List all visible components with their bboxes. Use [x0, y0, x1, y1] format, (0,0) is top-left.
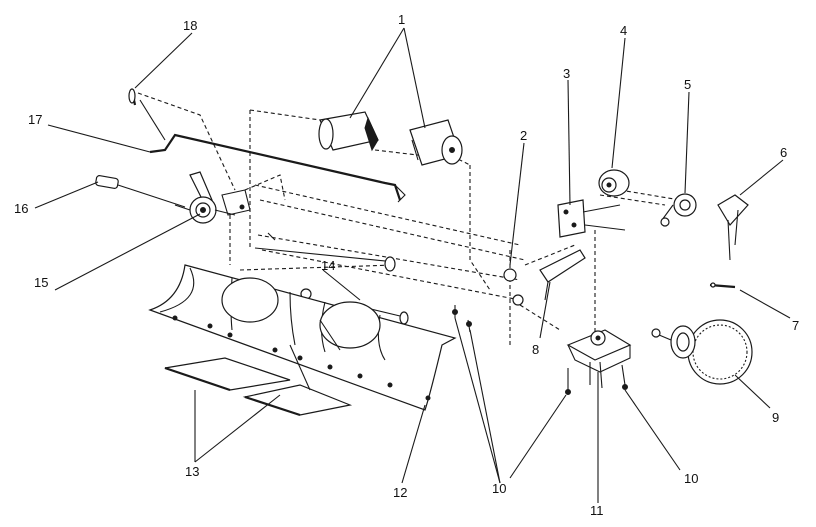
leader-lines	[34, 27, 791, 503]
left-frame-bracket	[221, 174, 286, 216]
part-7-spring	[709, 282, 736, 289]
assembly-guide-lines	[229, 109, 681, 360]
part-17-rod	[149, 133, 406, 203]
callout-7: 7	[792, 318, 799, 333]
callout-5: 5	[684, 77, 691, 92]
callout-3: 3	[563, 66, 570, 81]
callout-6: 6	[780, 145, 787, 160]
part-5-small-gear	[660, 193, 697, 227]
part-4-gear	[598, 169, 630, 197]
callout-14: 14	[321, 258, 335, 273]
callout-10-right: 10	[684, 471, 698, 486]
callout-1: 1	[398, 12, 405, 27]
callout-18: 18	[183, 18, 197, 33]
part-1-shaft-cylinders	[318, 111, 463, 166]
callout-12: 12	[393, 485, 407, 500]
part-10-screws	[452, 305, 628, 395]
callout-17: 17	[28, 112, 42, 127]
callout-11: 11	[590, 503, 604, 518]
callout-labels: 1 2 3 4 5 6 7 8 9 10 10 10 11 12 13 14 1…	[14, 12, 799, 518]
callout-8: 8	[532, 342, 539, 357]
callout-10-left: 10	[492, 481, 506, 496]
callout-13: 13	[185, 464, 199, 479]
callout-4: 4	[620, 23, 627, 38]
callout-2: 2	[520, 128, 527, 143]
callout-16: 16	[14, 201, 28, 216]
part-2-screw	[503, 268, 524, 306]
part-15-lever-pulley	[174, 171, 236, 224]
callout-15: 15	[34, 275, 48, 290]
part-6-latch	[717, 194, 749, 261]
part-18-spring-pin	[128, 88, 236, 191]
callout-9: 9	[772, 410, 779, 425]
part-12-paper-chute	[148, 264, 457, 411]
part-3-bracket	[557, 199, 626, 238]
part-13-pressure-rollers	[164, 344, 353, 417]
part-16-bushing	[95, 175, 186, 208]
part-11-motor	[566, 329, 632, 389]
part-8-lever-arm	[539, 249, 586, 301]
part-9-knob	[651, 319, 753, 385]
